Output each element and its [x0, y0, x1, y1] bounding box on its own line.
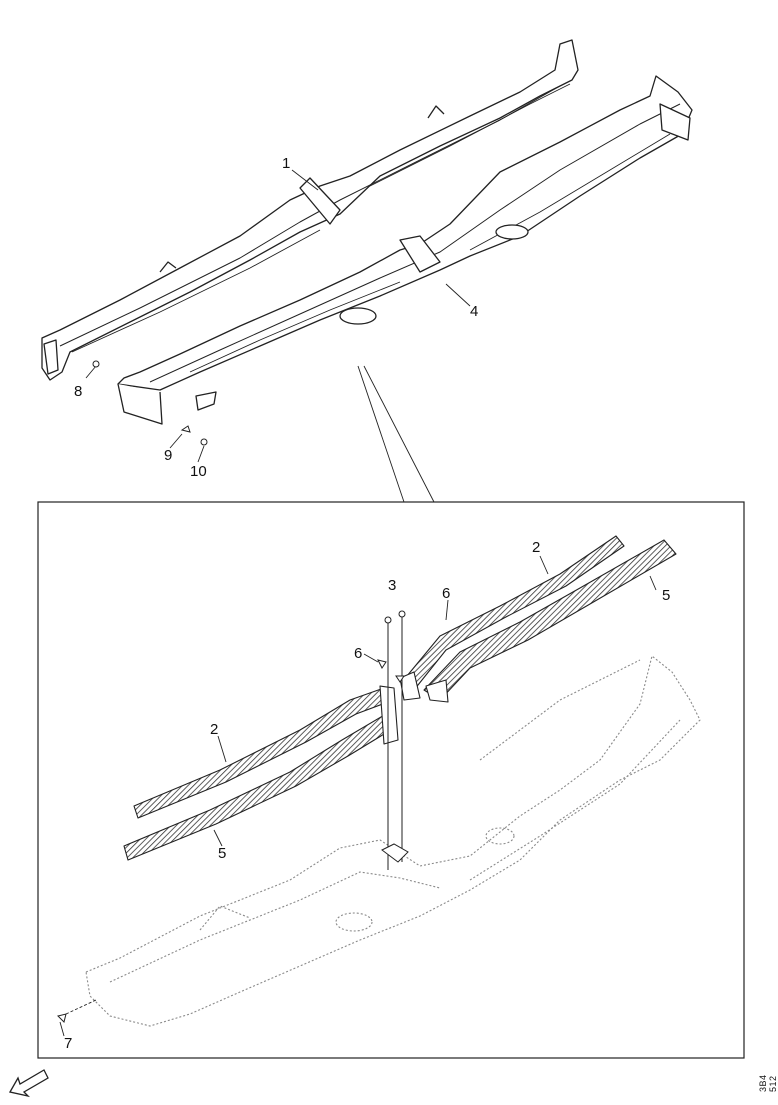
leader-lines-upper [85, 169, 471, 503]
fasteners-upper [92, 360, 208, 446]
callout-5-right: 5 [662, 587, 671, 604]
hatched-rails-right [399, 535, 677, 703]
hatched-rails-left [123, 685, 399, 861]
callout-8: 8 [74, 383, 83, 400]
drawing-code: 3B4 512 [758, 1074, 778, 1092]
fasteners-lower [57, 610, 406, 1023]
longitudinal-member-right [117, 75, 693, 425]
callout-3: 3 [388, 577, 397, 594]
ghost-floor-outline [85, 655, 701, 1027]
longitudinal-member-left [41, 39, 579, 381]
callout-7: 7 [64, 1035, 73, 1052]
callout-10: 10 [190, 463, 207, 480]
callout-9: 9 [164, 447, 173, 464]
callout-6-right: 6 [442, 585, 451, 602]
callout-5-left: 5 [218, 845, 227, 862]
vertical-guide-lines [381, 616, 409, 870]
callout-1: 1 [282, 155, 291, 172]
detail-frame [37, 501, 745, 1059]
callout-2-right: 2 [532, 539, 541, 556]
leader-lines-lower [59, 555, 657, 1037]
callout-2-left: 2 [210, 721, 219, 738]
callout-4: 4 [470, 303, 479, 320]
front-direction-arrow-icon [8, 1069, 49, 1098]
callout-6-left: 6 [354, 645, 363, 662]
